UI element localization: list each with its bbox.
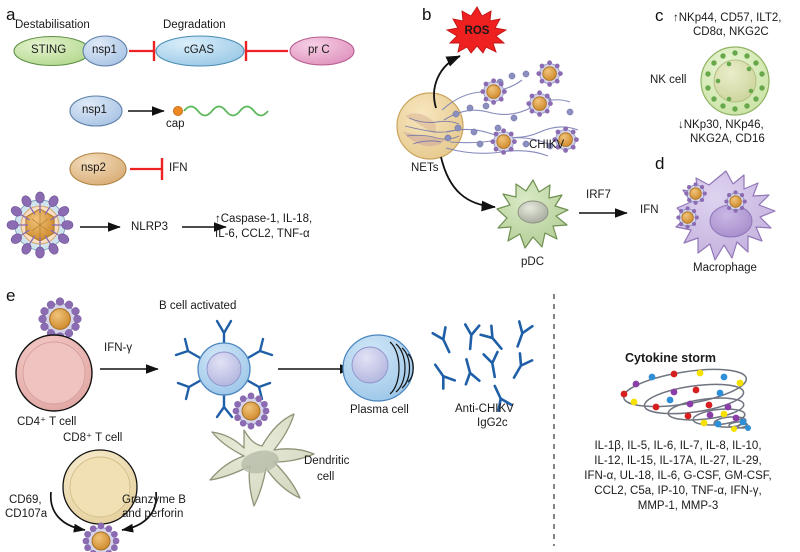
label-chikv: CHIKV [529,139,565,151]
panel-e-letter: e [6,286,16,305]
node-sting-label: STING [31,44,67,56]
label-cd69-line1: CD69, [9,494,42,506]
label-nk-down-line2: NKG2A, CD16 [690,133,765,145]
b-cell-activated-icon [174,319,274,419]
panel-a-row3 [69,152,164,186]
node-nsp2-label: nsp2 [81,162,106,174]
arrow-nets-to-pdc [440,156,496,212]
label-nk-up-line1: ↑NKp44, CD57, ILT2, [673,12,782,24]
label-destabilisation: Destabilisation [15,19,90,31]
ros-burst-icon: ROS [445,6,508,54]
arrow-granzyme [121,491,157,533]
label-granzyme-line2: and perforin [122,508,184,520]
label-caspase-line2: IL-6, CCL2, TNF-α [215,228,310,240]
label-nk-cell: NK cell [650,74,687,86]
label-caspase-line1: ↑Caspase-1, IL-18, [215,213,313,225]
panel-d-letter: d [655,154,665,173]
node-prc-label: pr C [308,44,330,56]
label-anti-chikv-line1: Anti-CHIKV [455,403,514,415]
label-cytokine-line3: IFN-α, UL-18, IL-6, G-CSF, GM-CSF, [584,470,772,482]
arrow-nets-to-ros [433,55,461,109]
label-anti-chikv-line2: IgG2c [477,417,508,429]
macrophage-cell-icon [675,170,776,261]
dendritic-cell-icon [209,413,315,507]
label-nlrp3: NLRP3 [131,221,169,233]
label-ifn-gamma: IFN-γ [104,342,133,354]
macrophage-virion [676,182,747,229]
label-cytokine-storm-title: Cytokine storm [625,351,716,365]
plasma-cell-icon [342,334,414,402]
label-cd69-line2: CD107a [5,508,48,520]
label-nets: NETs [411,162,439,174]
net-fibers-chikv [441,60,579,157]
label-cap: cap [166,118,185,130]
label-nk-down-line1: ↓NKp30, NKp46, [678,119,764,131]
label-plasma-cell: Plasma cell [350,404,409,416]
antibody-cluster-icon [431,320,534,412]
b-cell-virion-icon [232,392,270,430]
panel-c-letter: c [655,6,664,25]
label-dendritic-line1: Dendritic [304,455,350,467]
panel-a-virion [6,191,74,259]
cd4-t-cell-icon [15,334,93,412]
label-cytokine-line5: MMP-1, MMP-3 [637,500,719,512]
label-pdc: pDC [521,256,545,268]
arrow-cd69 [50,491,86,533]
panel-divider [553,294,555,546]
nets-cell-icon [396,92,464,160]
label-cd4-t-cell: CD4⁺ T cell [17,416,77,428]
node-nsp1-mid-label: nsp1 [82,104,107,116]
cd8-target-virion-icon [82,522,120,552]
arrow-irf7 [579,208,628,218]
panel-a-row2 [69,95,269,127]
label-nk-up-line2: CD8α, NKG2C [693,26,769,38]
label-cytokine-line2: IL-12, IL-15, IL-17A, IL-27, IL-29, [594,455,762,467]
label-ifn-b: IFN [640,204,659,216]
arrow-ifn-gamma [100,364,159,374]
node-nsp1-top-label: nsp1 [92,44,117,56]
label-cytokine-line1: IL-1β, IL-5, IL-6, IL-7, IL-8, IL-10, [594,440,762,452]
panel-a-row1 [13,35,355,67]
label-macrophage: Macrophage [693,262,757,274]
panel-a-row4-arrows [80,222,227,232]
label-cytokine-line4: CCL2, C5a, IP-10, TNF-α, IFN-γ, [594,485,762,497]
virus-particle-icon [6,191,74,259]
label-cd8-t-cell: CD8⁺ T cell [63,432,123,444]
ros-label: ROS [465,25,490,37]
label-granzyme-line1: Granzyme B [122,494,186,506]
label-irf7: IRF7 [586,189,611,201]
nk-cell-icon [700,46,770,116]
label-ifn-a: IFN [169,162,188,174]
label-degradation: Degradation [163,19,226,31]
panel-b-letter: b [422,5,432,24]
chikv-virion-small [480,60,579,155]
pdc-cell-icon [496,179,569,249]
arrow-b-to-plasma [278,364,353,374]
cytokine-storm-spiral [620,368,751,432]
label-b-cell-activated: B cell activated [159,300,237,312]
label-dendritic-line2: cell [317,471,335,483]
cd8-t-cell-icon [62,449,138,525]
panel-a-letter: a [6,5,16,24]
node-cgas-label: cGAS [184,44,215,56]
